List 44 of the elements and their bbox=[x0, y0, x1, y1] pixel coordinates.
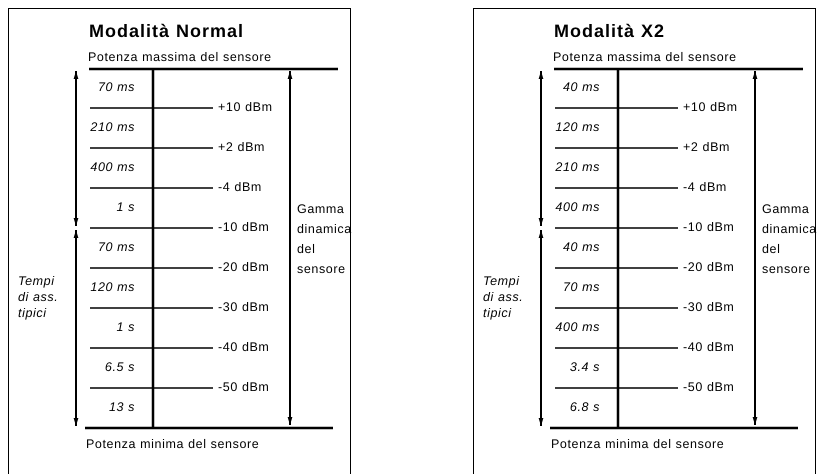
power-level-label: +10 dBm bbox=[218, 100, 273, 115]
power-level-label: -40 dBm bbox=[218, 340, 270, 355]
power-level-label: -40 dBm bbox=[683, 340, 734, 355]
axis-caption: Tempi di ass. tipici bbox=[483, 273, 524, 321]
power-level-label: +2 dBm bbox=[218, 140, 266, 155]
mode-panel bbox=[473, 8, 816, 474]
panel-heading: Modalità X2 bbox=[554, 20, 666, 42]
time-label: 210 ms bbox=[555, 160, 600, 175]
range-label: Potenza minima del sensore bbox=[551, 437, 724, 452]
time-label: 40 ms bbox=[562, 80, 600, 95]
power-level-label: +10 dBm bbox=[683, 100, 738, 115]
time-label: 210 ms bbox=[90, 120, 135, 135]
power-level-label: -50 dBm bbox=[683, 380, 734, 395]
power-level-label: -10 dBm bbox=[218, 220, 270, 235]
time-label: 120 ms bbox=[90, 280, 135, 295]
power-level-label: -4 dBm bbox=[683, 180, 727, 195]
power-level-label: -20 dBm bbox=[218, 260, 270, 275]
range-label: Potenza massima del sensore bbox=[553, 50, 737, 65]
panel-heading: Modalità Normal bbox=[89, 20, 244, 42]
range-label: Potenza massima del sensore bbox=[88, 50, 272, 65]
power-level-label: -4 dBm bbox=[218, 180, 262, 195]
time-label: 70 ms bbox=[98, 80, 135, 95]
time-label: 400 ms bbox=[90, 160, 135, 175]
time-label: 400 ms bbox=[555, 320, 600, 335]
mode-panel bbox=[8, 8, 351, 474]
power-level-label: -30 dBm bbox=[683, 300, 734, 315]
axis-caption: Tempi di ass. tipici bbox=[18, 273, 60, 321]
time-label: 1 s bbox=[116, 320, 135, 335]
time-label: 40 ms bbox=[562, 240, 600, 255]
power-level-label: -30 dBm bbox=[218, 300, 270, 315]
time-label: 3.4 s bbox=[570, 360, 600, 375]
power-level-label: -50 dBm bbox=[218, 380, 270, 395]
power-level-label: +2 dBm bbox=[683, 140, 730, 155]
time-label: 1 s bbox=[116, 200, 135, 215]
time-label: 400 ms bbox=[555, 200, 600, 215]
time-label: 13 s bbox=[108, 400, 135, 415]
time-label: 70 ms bbox=[98, 240, 135, 255]
time-label: 120 ms bbox=[555, 120, 600, 135]
power-level-label: -20 dBm bbox=[683, 260, 734, 275]
power-level-label: -10 dBm bbox=[683, 220, 734, 235]
range-label: Potenza minima del sensore bbox=[86, 437, 260, 452]
time-label: 6.5 s bbox=[104, 360, 135, 375]
time-label: 70 ms bbox=[562, 280, 600, 295]
time-label: 6.8 s bbox=[570, 400, 600, 415]
